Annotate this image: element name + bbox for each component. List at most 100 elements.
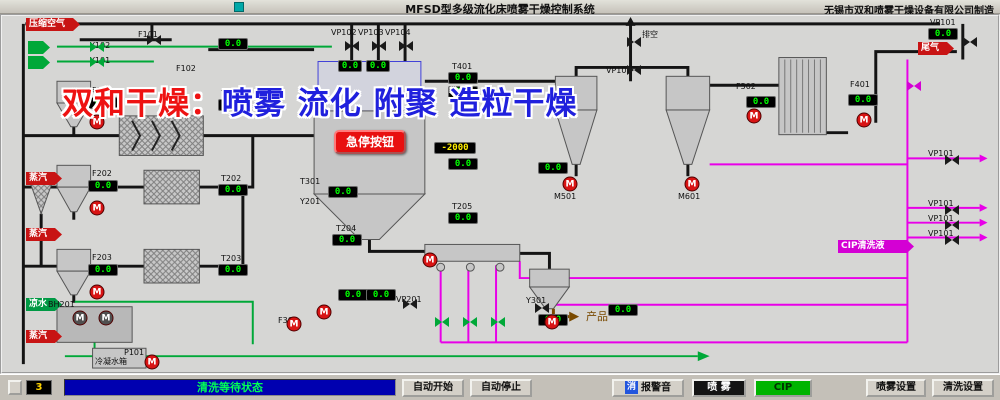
valve-icon[interactable] (403, 299, 417, 309)
equipment-label: VP101 (606, 66, 632, 75)
equipment-label: M601 (678, 192, 701, 201)
gauge-display: 0.0 (332, 234, 362, 246)
gauge-display: 0.0 (218, 99, 248, 111)
motor-pump[interactable]: M (684, 176, 700, 192)
gauge-display: 0.0 (366, 60, 390, 72)
equipment-label: F502 (736, 82, 756, 91)
valve-icon[interactable] (945, 235, 959, 245)
equipment-label: T205 (452, 202, 473, 211)
flow-tag (28, 41, 50, 54)
equipment-label: VP103 (358, 28, 384, 37)
control-bar: 3 清洗等待状态 自动开始 自动停止 消报警音 喷 雾 CIP 喷雾设置 清洗设… (0, 374, 1000, 400)
equipment-label: F401 (850, 80, 870, 89)
equipment-label: 冷凝水箱 (95, 357, 127, 366)
equipment-label: VP102 (331, 28, 357, 37)
equipment-label: F203 (92, 253, 112, 262)
gauge-display: 0.0 (448, 86, 478, 98)
cyclone-2-cone (665, 109, 711, 165)
equipment-label: 排空 (642, 30, 658, 39)
spray-button[interactable]: 喷 雾 (692, 379, 746, 397)
valve-icon[interactable] (945, 220, 959, 230)
motor-pump[interactable]: M (72, 310, 88, 326)
equipment-label: F102 (176, 64, 196, 73)
mute-alarm-button[interactable]: 消报警音 (612, 379, 684, 397)
motor-pump[interactable]: M (422, 252, 438, 268)
window-title: MFSD型多级流化床喷雾干燥控制系统 (405, 3, 595, 16)
flow-tag: 蒸汽 (26, 330, 62, 343)
valve-icon[interactable] (463, 317, 477, 327)
equipment-label: Y201 (300, 197, 321, 206)
gauge-display: 0.0 (366, 289, 396, 301)
flow-tag (28, 56, 50, 69)
motor-pump[interactable]: M (89, 200, 105, 216)
vent-arrowhead (625, 16, 636, 26)
motor-pump[interactable]: M (89, 284, 105, 300)
valve-icon[interactable] (90, 57, 104, 67)
valve-icon[interactable] (399, 41, 413, 51)
motor-pump[interactable]: M (544, 314, 560, 330)
equipment-label: M501 (554, 192, 577, 201)
motor-pump[interactable]: M (286, 316, 302, 332)
app-icon (234, 2, 244, 12)
gauge-display: 0.0 (538, 162, 568, 174)
gauge-display: 0.0 (608, 304, 638, 316)
gauge-display: 0.0 (928, 28, 958, 40)
cip-tank (56, 306, 133, 343)
gauge-display: 0.0 (88, 97, 118, 109)
flow-tag: 凉水 (26, 298, 62, 311)
equipment-label: T204 (336, 224, 357, 233)
piping-svg (21, 16, 988, 369)
flow-tag: CIP清洗液 (838, 240, 914, 253)
valve-icon[interactable] (435, 317, 449, 327)
flow-tag: 蒸汽 (26, 228, 62, 241)
valve-icon[interactable] (907, 81, 921, 91)
auto-start-button[interactable]: 自动开始 (402, 379, 464, 397)
emergency-stop-button[interactable]: 急停按钮 (334, 130, 406, 154)
cip-button[interactable]: CIP (754, 379, 812, 397)
gauge-display: 0.0 (448, 72, 478, 84)
valve-icon[interactable] (491, 317, 505, 327)
counter-icon-button[interactable] (8, 380, 22, 395)
clean-settings-button[interactable]: 清洗设置 (932, 379, 994, 397)
motor-pump[interactable]: M (856, 112, 872, 128)
equipment-label: T401 (452, 62, 473, 71)
valve-icon[interactable] (963, 37, 977, 47)
flow-tag: 蒸汽 (26, 172, 62, 185)
spray-settings-button[interactable]: 喷雾设置 (866, 379, 926, 397)
equipment-label: F202 (92, 169, 112, 178)
motor-pump[interactable]: M (89, 114, 105, 130)
motor-pump[interactable]: M (746, 108, 762, 124)
speaker-mute-icon: 消 (625, 381, 638, 394)
valve-icon[interactable] (627, 37, 641, 47)
cyclone-1-body (554, 75, 598, 111)
green-arrowhead (697, 351, 710, 362)
valve-icon[interactable] (945, 155, 959, 165)
equipment-label: T201 (221, 89, 242, 98)
motor-pump[interactable]: M (316, 304, 332, 320)
gauge-display: 0.0 (88, 180, 118, 192)
cyclone-2-body (665, 75, 711, 111)
equipment-label: T202 (221, 174, 242, 183)
manufacturer-label: 无锡市双和喷雾干燥设备有限公司制造 (824, 6, 994, 17)
drying-tower-cone (312, 193, 427, 240)
gauge-display: 0.0 (448, 158, 478, 170)
auto-stop-button[interactable]: 自动停止 (470, 379, 532, 397)
gauge-display: 0.0 (338, 60, 362, 72)
valve-icon[interactable] (627, 65, 641, 75)
equipment-label: VP101 (928, 199, 954, 208)
status-bar: 清洗等待状态 (64, 379, 396, 396)
valve-icon[interactable] (147, 35, 161, 45)
valve-icon[interactable] (345, 41, 359, 51)
valve-icon[interactable] (945, 205, 959, 215)
valve-icon[interactable] (535, 303, 549, 313)
motor-pump[interactable]: M (562, 176, 578, 192)
equipment-label: VP101 (930, 18, 956, 27)
valve-icon[interactable] (90, 42, 104, 52)
motor-pump[interactable]: M (98, 310, 114, 326)
equipment-label: F101 (138, 30, 158, 39)
valve-icon[interactable] (372, 41, 386, 51)
motor-pump[interactable]: M (144, 354, 160, 370)
